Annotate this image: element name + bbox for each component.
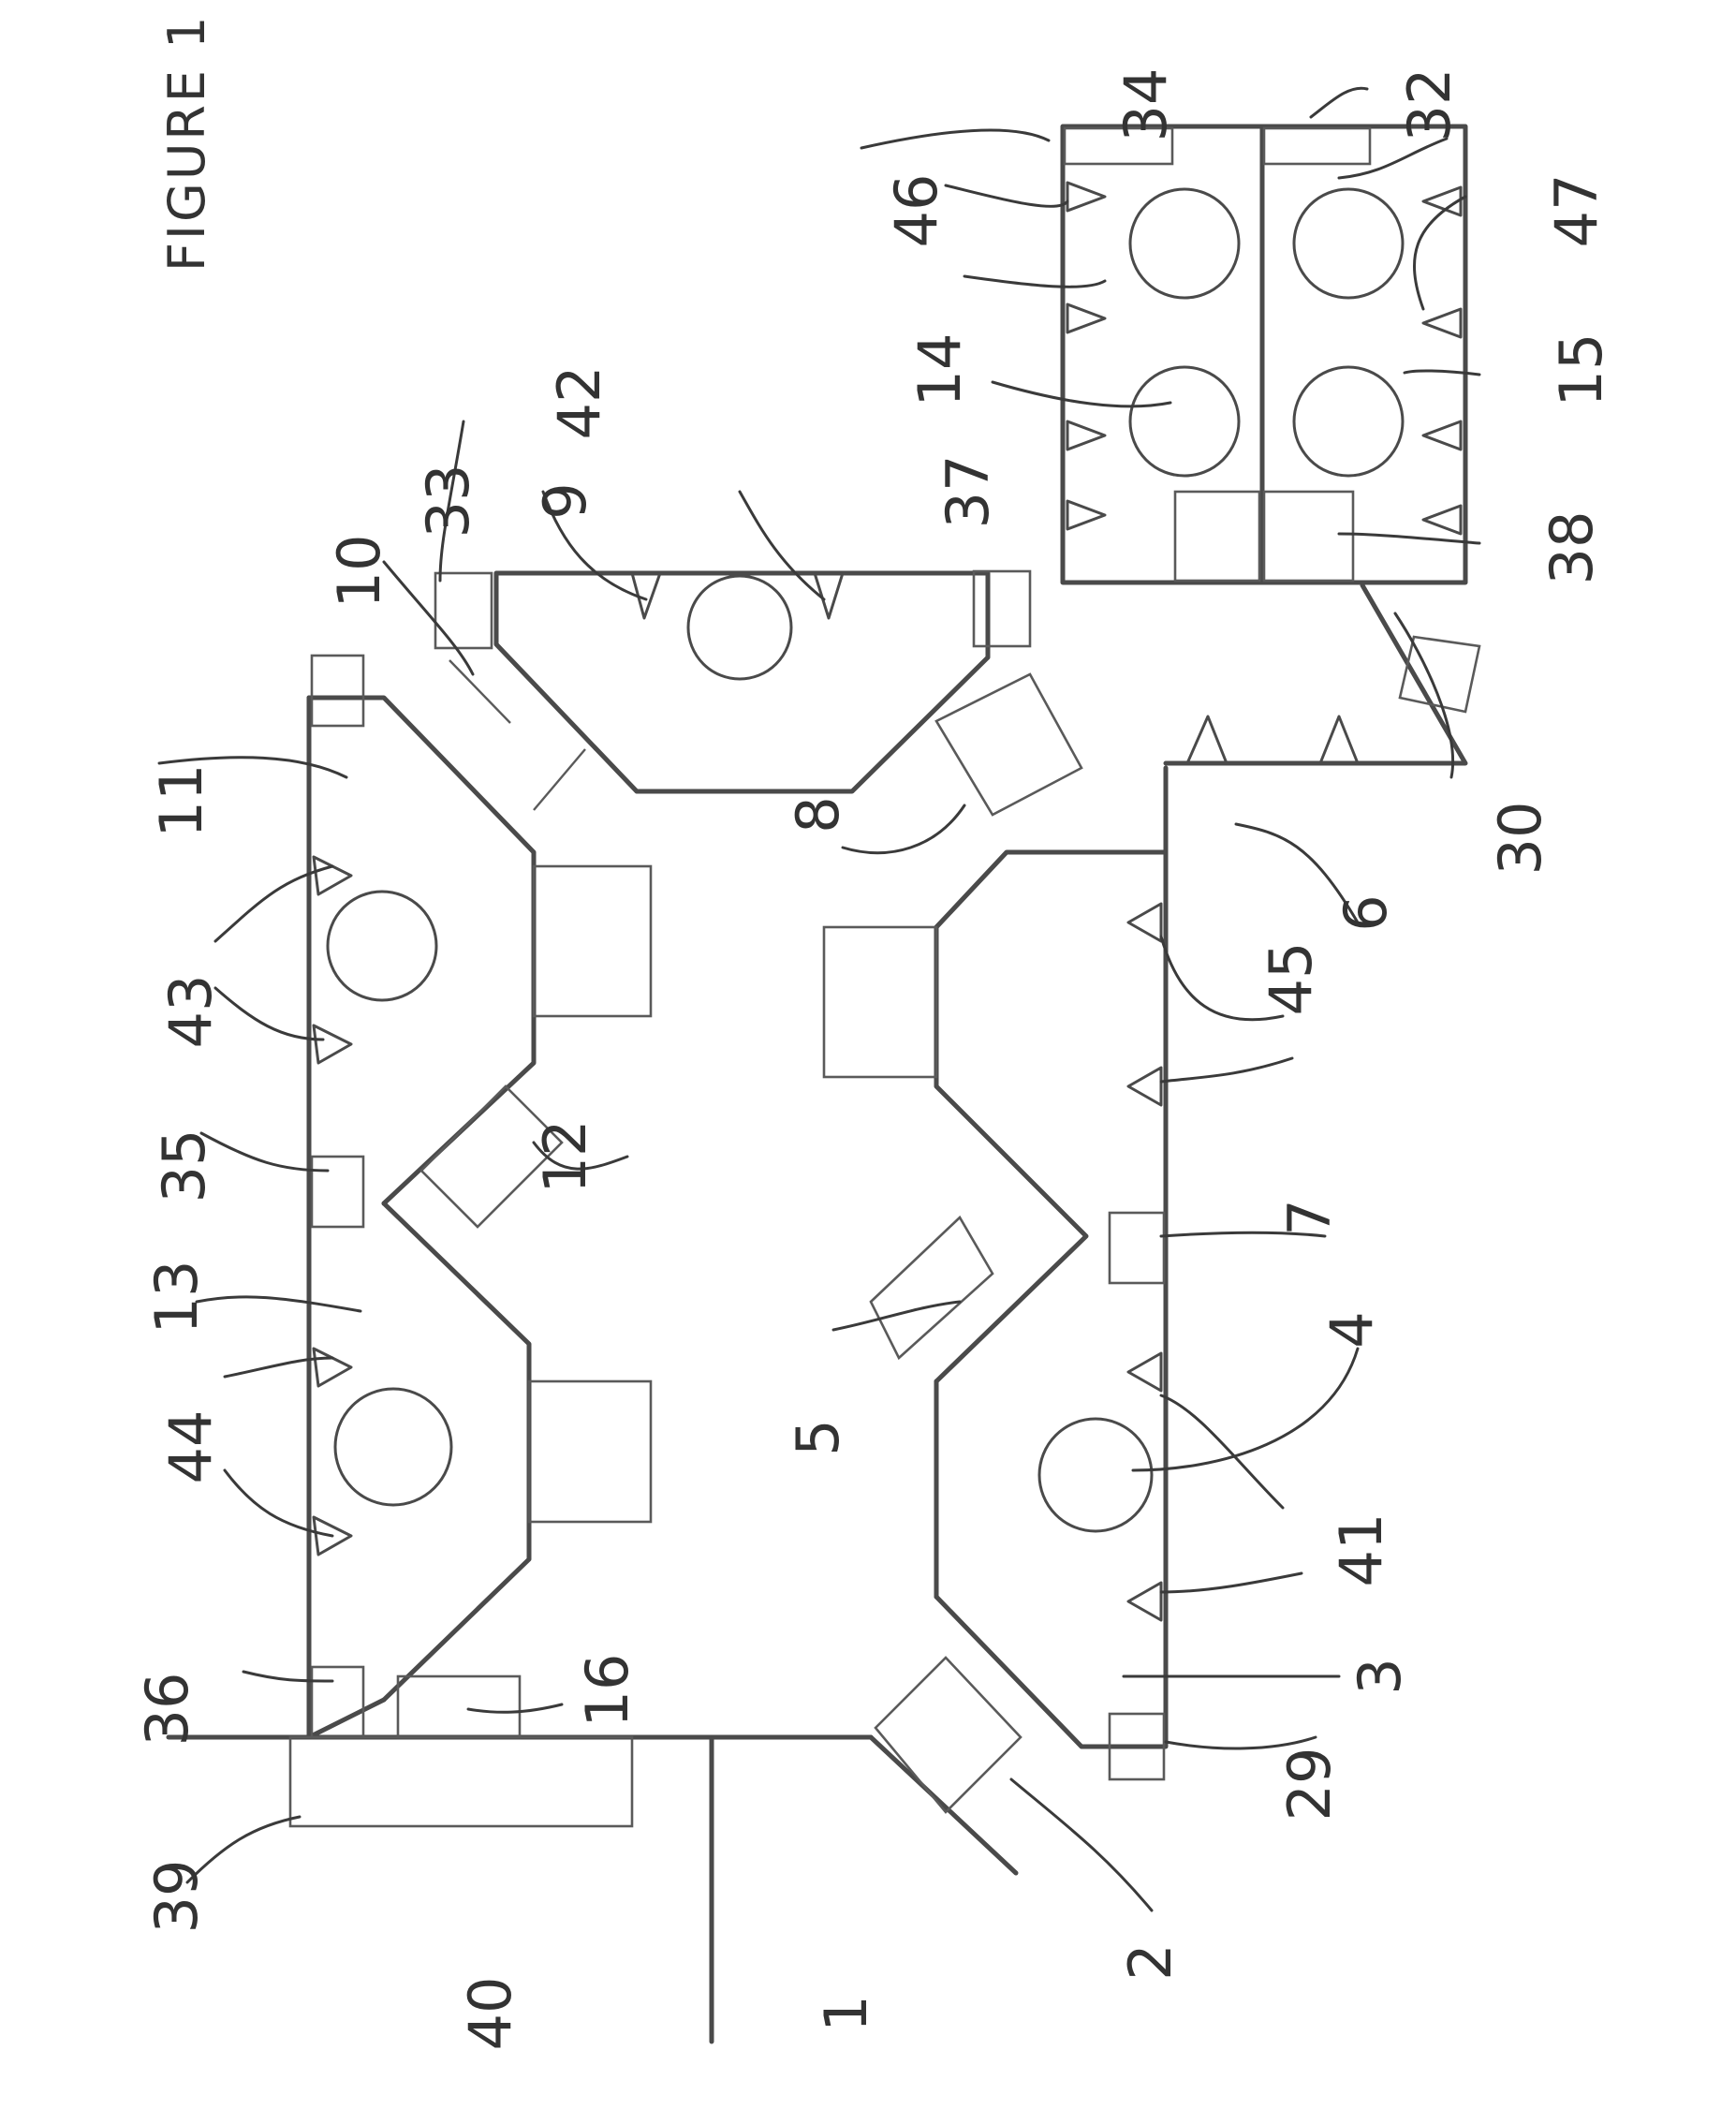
tri-47-d <box>1423 506 1461 534</box>
tri-45-a <box>1128 904 1161 941</box>
triangle-fixtures <box>314 183 1461 1620</box>
wall-room-36-end <box>309 1700 384 1737</box>
tri-41-b <box>1128 1583 1161 1620</box>
tri-47-b <box>1423 309 1461 337</box>
entrance-wall-diagonal <box>871 1737 1016 1873</box>
reference-numeral-4: 4 <box>1317 1311 1386 1348</box>
reference-numeral-10: 10 <box>325 535 393 609</box>
box-room-13-unit <box>529 1381 651 1522</box>
reference-numeral-5: 5 <box>784 1419 852 1455</box>
box-10-top <box>312 656 363 726</box>
reference-numeral-43: 43 <box>156 975 225 1049</box>
box-36 <box>312 1667 363 1737</box>
reference-numeral-1: 1 <box>812 1995 880 2031</box>
tri-6-b <box>1320 716 1358 763</box>
unit-room-4 <box>1039 1419 1152 1531</box>
round-units <box>328 189 1403 1531</box>
box-7 <box>1110 1213 1164 1283</box>
tri-45-b <box>1128 1068 1161 1105</box>
box-32 <box>1264 128 1370 164</box>
reference-numeral-37: 37 <box>934 455 1002 529</box>
tri-41-a <box>1128 1353 1161 1391</box>
box-8-door <box>936 674 1081 815</box>
wall-room-13 <box>384 1203 529 1700</box>
reference-numeral-6: 6 <box>1331 894 1400 931</box>
unit-room-11 <box>328 892 436 1000</box>
wall-room-11 <box>309 698 534 1203</box>
unit-room-9 <box>688 576 791 679</box>
reference-numeral-8: 8 <box>784 796 852 833</box>
box-2-door <box>875 1658 1021 1812</box>
box-39 <box>290 1737 632 1826</box>
reference-numeral-12: 12 <box>531 1120 599 1194</box>
reference-numeral-44: 44 <box>156 1410 225 1484</box>
tri-44-a <box>314 1349 351 1386</box>
reference-numeral-15: 15 <box>1547 333 1615 407</box>
reference-numeral-14: 14 <box>905 333 974 407</box>
box-38 <box>1264 492 1353 581</box>
tri-46-b <box>1067 304 1105 332</box>
figure-title: FIGURE 1 <box>157 13 216 272</box>
tri-47-c <box>1423 421 1461 450</box>
box-corridor-16 <box>398 1676 520 1737</box>
reference-numeral-45: 45 <box>1257 942 1325 1016</box>
reference-numeral-47: 47 <box>1542 174 1611 248</box>
tri-43-a <box>314 857 351 894</box>
reference-numeral-13: 13 <box>142 1261 211 1335</box>
unit-room-15-top <box>1294 189 1403 298</box>
reference-numeral-9: 9 <box>531 482 599 519</box>
tri-46-d <box>1067 501 1105 529</box>
reference-numeral-39: 39 <box>142 1860 211 1934</box>
reference-numeral-42: 42 <box>545 366 613 440</box>
reference-numeral-3: 3 <box>1346 1658 1414 1694</box>
reference-numeral-2: 2 <box>1116 1943 1184 1980</box>
box-35 <box>312 1157 363 1227</box>
box-33 <box>435 573 492 648</box>
reference-numeral-46: 46 <box>882 174 950 248</box>
reference-numeral-30: 30 <box>1486 802 1554 876</box>
corridor-10-wall-b <box>534 749 585 810</box>
unit-room-14-bottom <box>1130 367 1239 476</box>
reference-numeral-33: 33 <box>414 465 482 538</box>
unit-room-13 <box>335 1389 451 1505</box>
building-walls <box>169 126 1465 2042</box>
box-room-6-unit <box>824 927 936 1077</box>
reference-numeral-36: 36 <box>133 1673 201 1747</box>
reference-numeral-41: 41 <box>1327 1513 1395 1587</box>
reference-numeral-35: 35 <box>150 1129 218 1203</box>
box-37 <box>1175 492 1259 581</box>
box-5-door <box>871 1217 993 1358</box>
reference-numeral-34: 34 <box>1111 68 1180 142</box>
reference-numeral-29: 29 <box>1275 1748 1344 1822</box>
reference-numeral-7: 7 <box>1275 1199 1344 1235</box>
tri-46-c <box>1067 421 1105 450</box>
box-door-9-right <box>974 571 1030 646</box>
wall-room-6 <box>1166 585 1465 763</box>
wall-room-9 <box>496 573 988 791</box>
box-room-11-unit <box>534 866 651 1016</box>
corridor-10-wall-a <box>449 660 510 723</box>
tri-46-a <box>1067 183 1105 211</box>
reference-numeral-16: 16 <box>573 1654 641 1728</box>
reference-numeral-40: 40 <box>456 1977 524 2051</box>
reference-numeral-32: 32 <box>1395 68 1464 142</box>
reference-numerals: 1234567891011121314151629303233343536373… <box>133 68 1615 2051</box>
reference-numeral-11: 11 <box>147 764 215 838</box>
unit-room-14-top <box>1130 189 1239 298</box>
unit-room-15-bottom <box>1294 367 1403 476</box>
tri-43-b <box>314 1025 351 1063</box>
reference-numeral-38: 38 <box>1537 511 1606 585</box>
tri-6-a <box>1187 716 1227 763</box>
